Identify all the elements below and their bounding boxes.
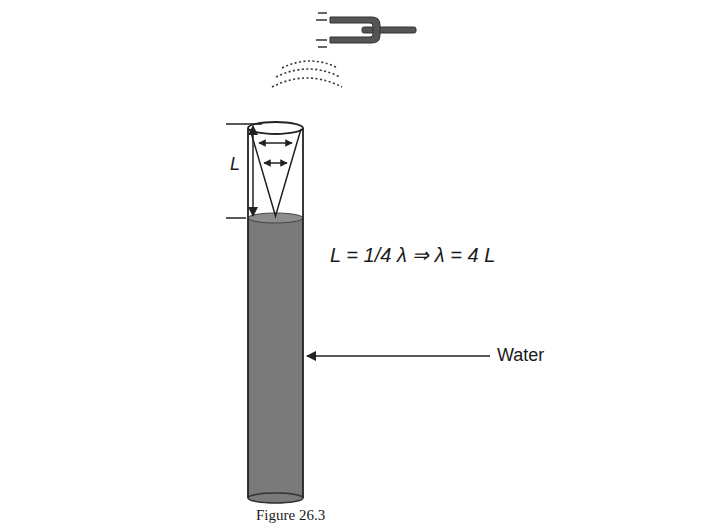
vibration-marks [316, 13, 327, 47]
equation-note: L = 1/4 λ ⇒ λ = 4 L [330, 243, 495, 267]
figure-caption: Figure 26.3 [256, 506, 325, 524]
dimension-label: L [230, 154, 240, 176]
length-dimension [226, 124, 262, 218]
closed-air-tube [248, 122, 303, 498]
sound-waves [272, 61, 342, 87]
leader-arrow [307, 355, 490, 357]
water-column [248, 213, 303, 503]
tuning-fork [330, 17, 416, 43]
part-label: Water [497, 345, 544, 367]
standing-wave-envelope [250, 129, 301, 216]
